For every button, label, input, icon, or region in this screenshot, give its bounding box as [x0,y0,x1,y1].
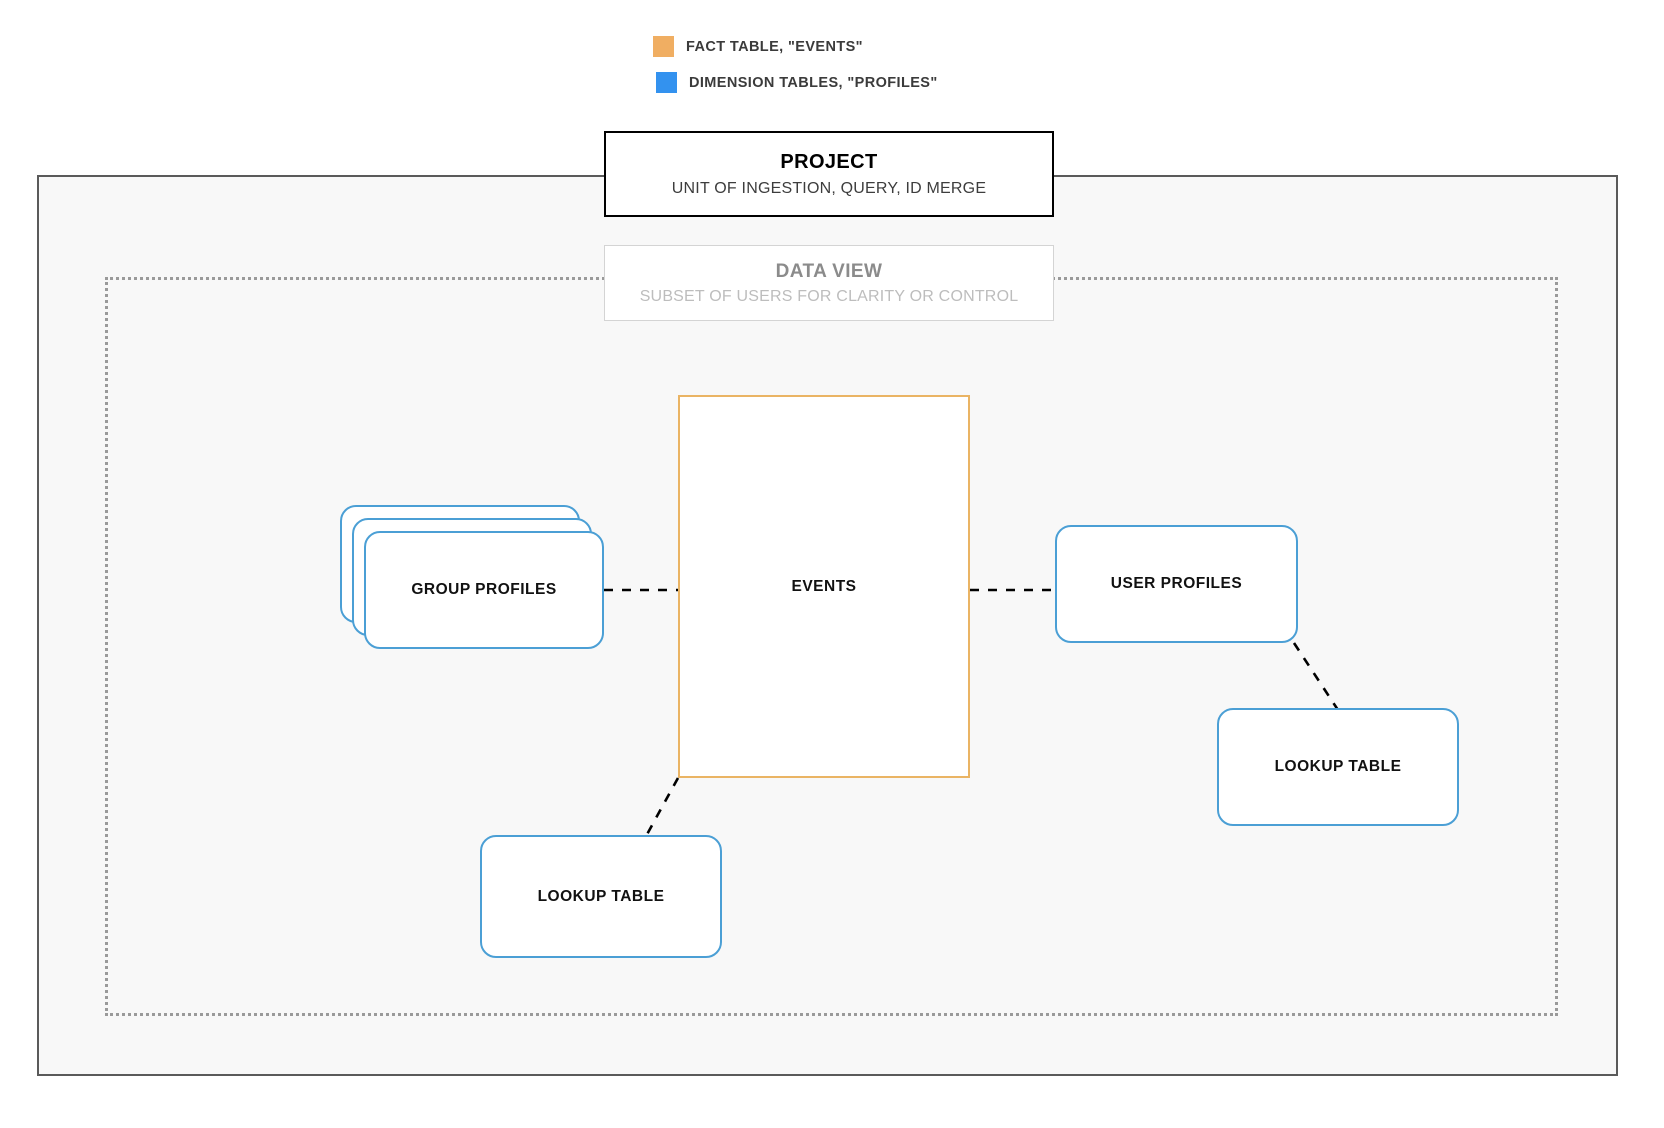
node-label-user-profiles: USER PROFILES [1110,575,1243,592]
node-events[interactable]: EVENTS [678,395,970,778]
node-group-profiles-stack[interactable]: GROUP PROFILES [340,505,604,650]
node-lookup-table-right[interactable]: LOOKUP TABLE [1217,708,1459,826]
orange-square-swatch [653,36,674,57]
node-user-profiles[interactable]: USER PROFILES [1055,525,1298,643]
project-title: PROJECT [780,150,878,173]
node-label-lookup-table-left: LOOKUP TABLE [537,887,665,905]
node-label-events: EVENTS [791,577,857,595]
data-view-header-box: DATA VIEW SUBSET OF USERS FOR CLARITY OR… [604,245,1054,321]
project-header-box: PROJECT UNIT OF INGESTION, QUERY, ID MER… [604,131,1054,217]
legend-label-fact-table: FACT TABLE, "EVENTS" [686,38,863,55]
legend-item-dimension-tables: DIMENSION TABLES, "PROFILES" [656,72,938,93]
legend-item-fact-table: FACT TABLE, "EVENTS" [653,36,863,57]
data-view-subtitle: SUBSET OF USERS FOR CLARITY OR CONTROL [639,287,1019,305]
node-label-lookup-table-right: LOOKUP TABLE [1274,758,1402,775]
project-subtitle: UNIT OF INGESTION, QUERY, ID MERGE [671,179,987,197]
node-group-profiles-card-front[interactable]: GROUP PROFILES [364,531,604,649]
blue-square-swatch [656,72,677,93]
legend-label-dimension-tables: DIMENSION TABLES, "PROFILES" [689,74,938,91]
data-view-title: DATA VIEW [775,260,883,282]
node-lookup-table-left[interactable]: LOOKUP TABLE [480,835,722,958]
node-label-group-profiles: GROUP PROFILES [411,581,557,598]
